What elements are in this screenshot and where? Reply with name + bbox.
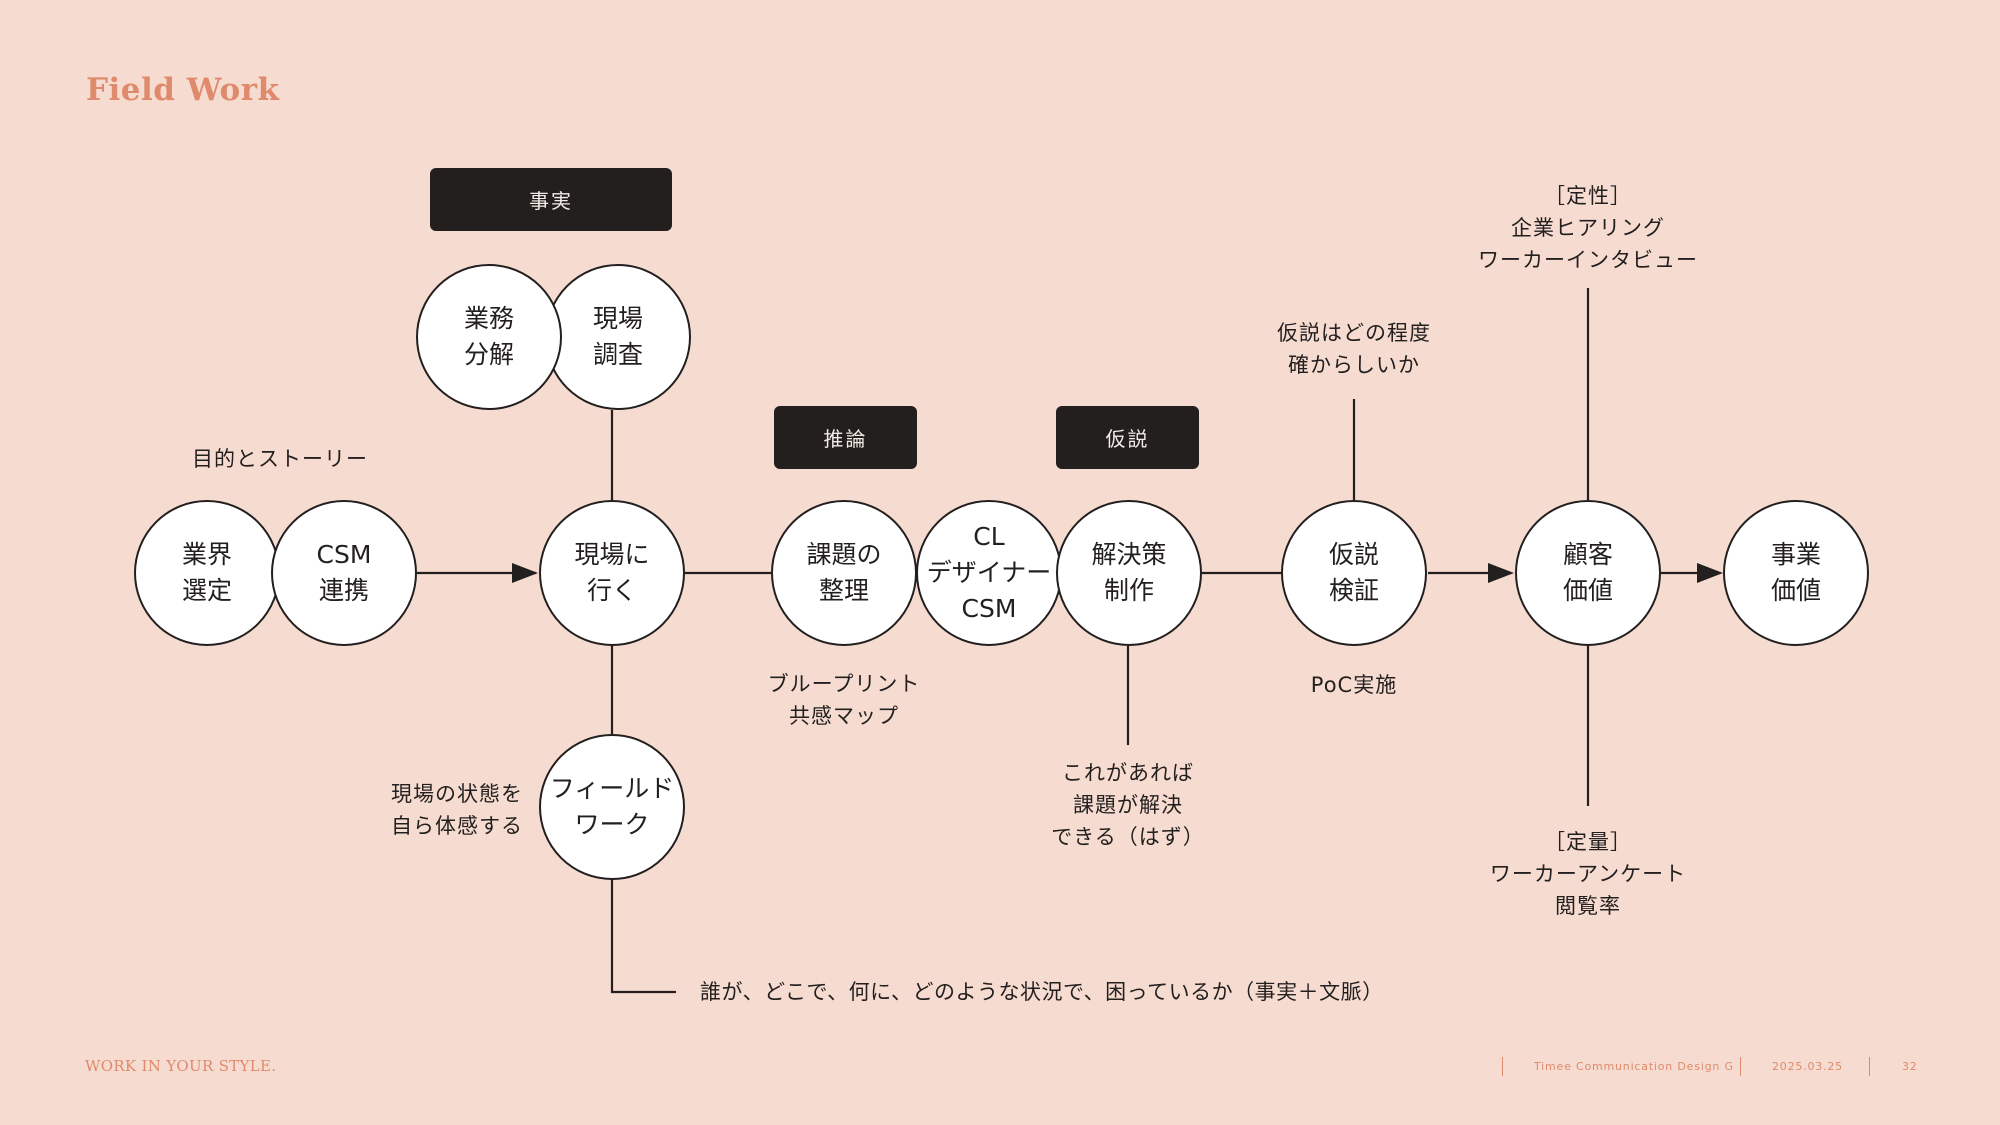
note-context: 誰が、どこで、何に、どのような状況で、困っているか（事実＋文脈）: [700, 980, 1384, 1004]
footer-divider: [1869, 1057, 1870, 1076]
footer-tagline: WORK IN YOUR STYLE.: [85, 1057, 277, 1075]
node-business-breakdown: 業務 分解: [416, 264, 562, 410]
node-csm-collaboration: CSM 連携: [271, 500, 417, 646]
note-qualitative: ［定性］ 企業ヒアリング ワーカーインタビュー: [1478, 184, 1698, 272]
node-hypothesis-verification: 仮説 検証: [1281, 500, 1427, 646]
node-go-to-site: 現場に 行く: [539, 500, 685, 646]
node-solution-creation: 解決策 制作: [1056, 500, 1202, 646]
line-fieldwork-to-context: [610, 880, 676, 994]
note-poc: PoC実施: [1310, 673, 1398, 697]
footer-team: Timee Communication Design G: [1534, 1060, 1734, 1073]
note-if-this: これがあれば 課題が解決 できる（はず）: [1051, 761, 1205, 849]
note-experience: 現場の状態を 自ら体感する: [391, 782, 523, 838]
node-business-value: 事業 価値: [1723, 500, 1869, 646]
node-team: CL デザイナー CSM: [916, 500, 1062, 646]
page-title: Field Work: [86, 72, 280, 108]
node-site-survey: 現場 調査: [545, 264, 691, 410]
arrowhead-customer-to-business: [1697, 563, 1723, 583]
node-customer-value: 顧客 価値: [1515, 500, 1661, 646]
note-blueprint: ブループリント 共感マップ: [767, 672, 921, 728]
node-issue-organization: 課題の 整理: [771, 500, 917, 646]
footer-date: 2025.03.25: [1772, 1060, 1843, 1073]
footer-divider: [1502, 1057, 1503, 1076]
note-how-certain: 仮説はどの程度 確からしいか: [1277, 321, 1431, 377]
note-purpose-story: 目的とストーリー: [192, 447, 368, 471]
tag-fact: 事実: [430, 168, 672, 231]
footer-divider: [1740, 1057, 1741, 1076]
footer-page-number: 32: [1902, 1060, 1918, 1073]
node-fieldwork: フィールド ワーク: [539, 734, 685, 880]
note-quantitative: ［定量］ ワーカーアンケート 閲覧率: [1489, 830, 1687, 918]
arrowhead-csm-to-site: [512, 563, 538, 583]
arrowhead-verify-to-customer: [1488, 563, 1514, 583]
tag-hypothesis: 仮説: [1056, 406, 1199, 469]
node-industry-selection: 業界 選定: [134, 500, 280, 646]
tag-inference: 推論: [774, 406, 917, 469]
